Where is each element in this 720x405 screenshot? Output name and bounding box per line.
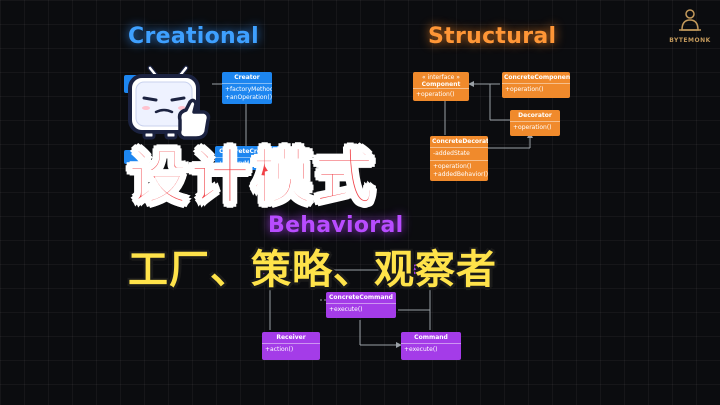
tv-mascot-sticker xyxy=(128,65,211,140)
uml-concrete-command-method: +execute() xyxy=(329,306,363,313)
uml-creator-method-1: +factoryMethod() xyxy=(225,86,272,93)
uml-component: « interface » Component +operation() xyxy=(413,72,469,101)
uml-concrete-component-method: +operation() xyxy=(505,86,544,93)
uml-command: Command +execute() xyxy=(401,332,461,360)
uml-creator-method-2: +anOperation() xyxy=(225,94,272,101)
uml-concrete-component-name: ConcreteComponent xyxy=(504,74,570,81)
uml-concrete-decorator-field: -addedState xyxy=(433,150,470,157)
uml-concrete-decorator-method-1: +operation() xyxy=(433,163,472,170)
uml-creator-name: Creator xyxy=(234,74,260,81)
uml-component-stereotype: « interface » xyxy=(422,74,460,81)
uml-concrete-component: ConcreteComponent +operation() xyxy=(502,72,570,98)
creational-title: Creational xyxy=(128,24,259,49)
uml-concrete-decorator-method-2: +addedBehavior() xyxy=(433,171,488,178)
uml-concrete-product-box xyxy=(124,150,146,164)
structural-title: Structural xyxy=(428,24,557,49)
uml-receiver: Receiver +action() xyxy=(262,332,320,360)
uml-concrete-command: ConcreteCommand +execute() xyxy=(326,292,396,318)
logo-text: BYTEMONK xyxy=(669,37,711,44)
bytemonk-logo: BYTEMONK xyxy=(667,8,713,44)
uml-invoker-name: Invoker xyxy=(417,266,443,273)
uml-concrete-creator: ConcreteCreator +factoryMethod() xyxy=(215,146,279,170)
uml-receiver-name: Receiver xyxy=(276,334,306,341)
uml-client-box xyxy=(262,265,288,277)
uml-component-method: +operation() xyxy=(416,91,455,98)
subtitle: 工厂、策略、观察者 xyxy=(128,247,497,293)
uml-decorator: Decorator +operation() xyxy=(510,110,560,136)
uml-concrete-creator-name: ConcreteCreator xyxy=(219,148,275,155)
uml-decorator-method: +operation() xyxy=(513,124,552,131)
monk-icon xyxy=(679,9,701,31)
uml-concrete-decorator: ConcreteDecorator -addedState +operation… xyxy=(430,136,488,181)
uml-component-name: Component xyxy=(421,81,461,88)
uml-command-method: +execute() xyxy=(404,346,438,353)
uml-concrete-creator-method: +factoryMethod() xyxy=(218,160,272,167)
uml-concrete-command-name: ConcreteCommand xyxy=(329,294,393,301)
main-title: 设计模式 xyxy=(127,142,376,214)
uml-concrete-decorator-name: ConcreteDecorator xyxy=(432,138,488,145)
behavioral-title: Behavioral xyxy=(268,213,404,238)
uml-command-name: Command xyxy=(414,334,448,341)
uml-invoker: Invoker xyxy=(414,264,446,275)
uml-receiver-method: +action() xyxy=(265,346,294,353)
uml-creator: Creator +factoryMethod() +anOperation() xyxy=(222,72,272,104)
uml-decorator-name: Decorator xyxy=(518,112,552,119)
